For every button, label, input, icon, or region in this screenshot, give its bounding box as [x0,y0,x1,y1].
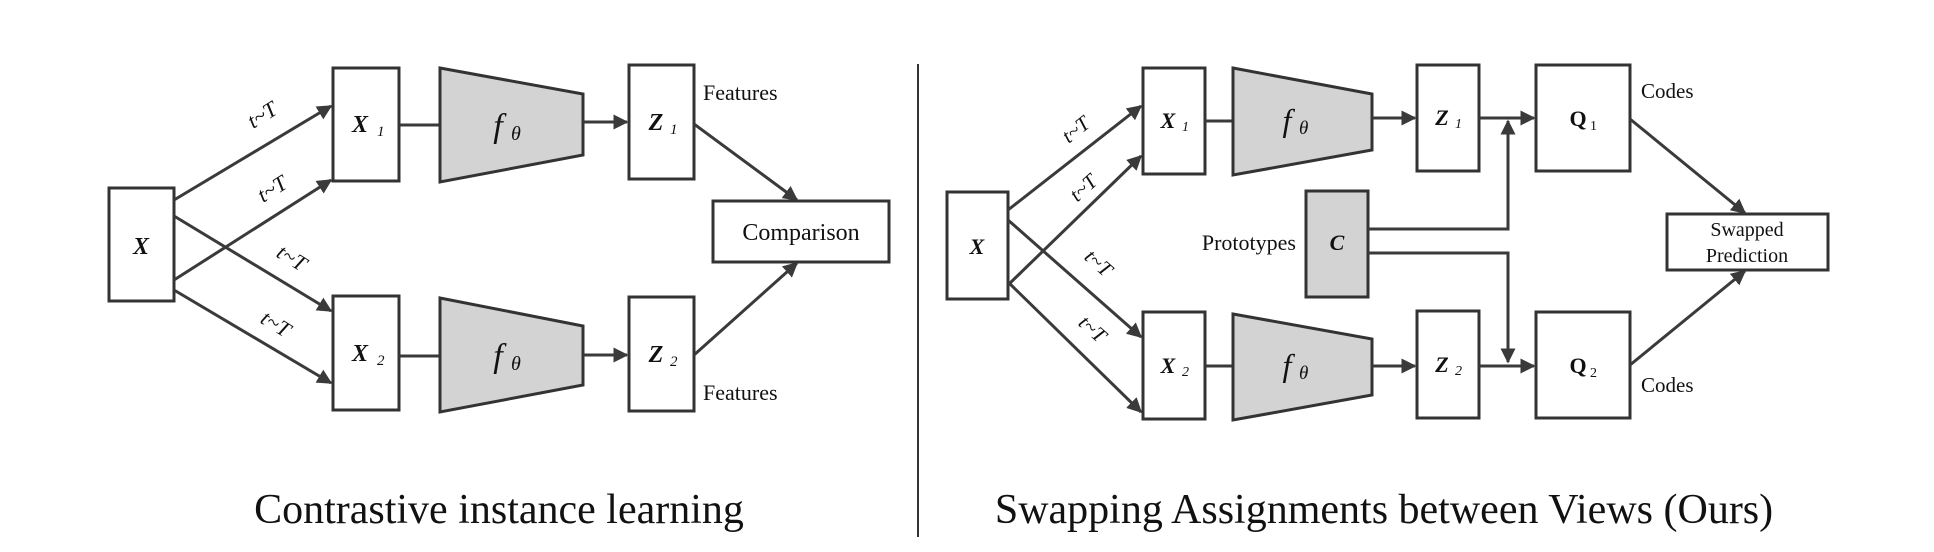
aug-arrow-top-inner [173,178,333,282]
aug-arrow-bottom-outer [173,288,333,385]
prototypes-to-bottom-arrow [1368,251,1516,364]
encoder-top-subscript: θ [511,123,521,145]
swav-view2-subscript: 2 [1182,365,1189,380]
swav-view1-subscript: 1 [1182,120,1189,135]
feat1-subscript: 1 [670,122,678,138]
right-caption: Swapping Assignments between Views (Ours… [995,487,1773,533]
aug-arrow-top-outer [173,104,333,202]
swav-feat1-subscript: 1 [1455,117,1462,132]
aug-arrow-bottom-inner [173,214,333,313]
swav-feat2-subscript: 2 [1455,364,1462,379]
swav-encoder-bottom-subscript: θ [1299,363,1308,384]
swav-aug-arrow-4 [1006,280,1143,414]
code2-label: Q [1569,353,1586,378]
swav-input-label: X [969,234,986,259]
feat1-box [627,63,696,181]
codes-bottom-label: Codes [1641,373,1694,397]
input-box [107,186,176,303]
encoder-bottom-subscript: θ [511,353,521,375]
swav-aug-label-2: t~T [1065,168,1103,206]
swav-aug-arrow-3 [1007,218,1143,339]
swav-aug-label-3: t~T [1080,244,1118,282]
encoder-top [438,66,585,184]
swapped-prediction-box [1665,212,1830,272]
swav-encoder-top-subscript: θ [1299,118,1308,139]
swav-aug-arrow-2 [1006,154,1143,287]
swav-encoder-top [1231,66,1374,177]
swav-input-box [945,190,1010,301]
feat2-comparison-arrow [693,261,799,357]
view1-box [331,66,401,183]
view1-label: X [351,112,369,138]
swav-aug-arrow-1 [1007,104,1143,212]
swav-panel: X t~T t~T t~T t~T X 1 X 2 f θ f θ Z 1 Z [945,63,1830,533]
feat1-comparison-arrow [693,122,799,202]
codes-top-label: Codes [1641,79,1694,103]
features-top-label: Features [703,80,778,105]
view2-subscript: 2 [377,353,385,369]
swav-feat1-box [1415,63,1481,173]
features-bottom-label: Features [703,380,778,405]
feat2-label: Z [648,342,664,368]
feat1-label: Z [648,110,664,136]
input-label: X [132,234,150,260]
prototypes-to-top-arrow [1368,119,1516,231]
view2-label: X [351,341,369,367]
aug-label-4: t~T [257,305,297,343]
swav-view2-box [1141,310,1207,421]
swav-view1-box [1141,66,1207,176]
comparison-label: Comparison [742,220,859,246]
aug-label-1: t~T [243,95,283,133]
swapped-line1: Swapped [1710,219,1783,241]
swapped-line2: Prediction [1706,245,1788,267]
code1-subscript: 1 [1590,119,1597,134]
left-caption: Contrastive instance learning [254,487,744,533]
view2-box [331,294,401,412]
view1-subscript: 1 [377,124,385,140]
swav-view1-label: X [1160,108,1177,133]
swav-aug-label-1: t~T [1057,110,1096,148]
aug-label-2: t~T [253,169,293,207]
swav-encoder-bottom [1231,312,1374,422]
prototypes-symbol: C [1330,230,1345,255]
prototypes-box [1304,189,1370,299]
code1-swap-arrow [1629,117,1747,215]
code2-swap-arrow [1629,269,1747,367]
comparison-box [711,199,891,264]
swav-view2-label: X [1160,353,1177,378]
prototypes-label: Prototypes [1202,230,1296,255]
code2-subscript: 2 [1590,366,1597,381]
code1-box [1534,63,1632,173]
aug-label-3: t~T [273,239,313,277]
code1-label: Q [1569,106,1586,131]
swav-aug-label-4: t~T [1074,310,1112,348]
feat2-subscript: 2 [670,354,678,370]
encoder-bottom [438,296,585,414]
swav-feat1-label: Z [1434,105,1448,130]
contrastive-panel: X t~T t~T t~T t~T X 1 X 2 f θ f θ Z 1 [107,63,891,533]
swav-feat2-label: Z [1434,352,1448,377]
code2-box [1534,310,1632,420]
